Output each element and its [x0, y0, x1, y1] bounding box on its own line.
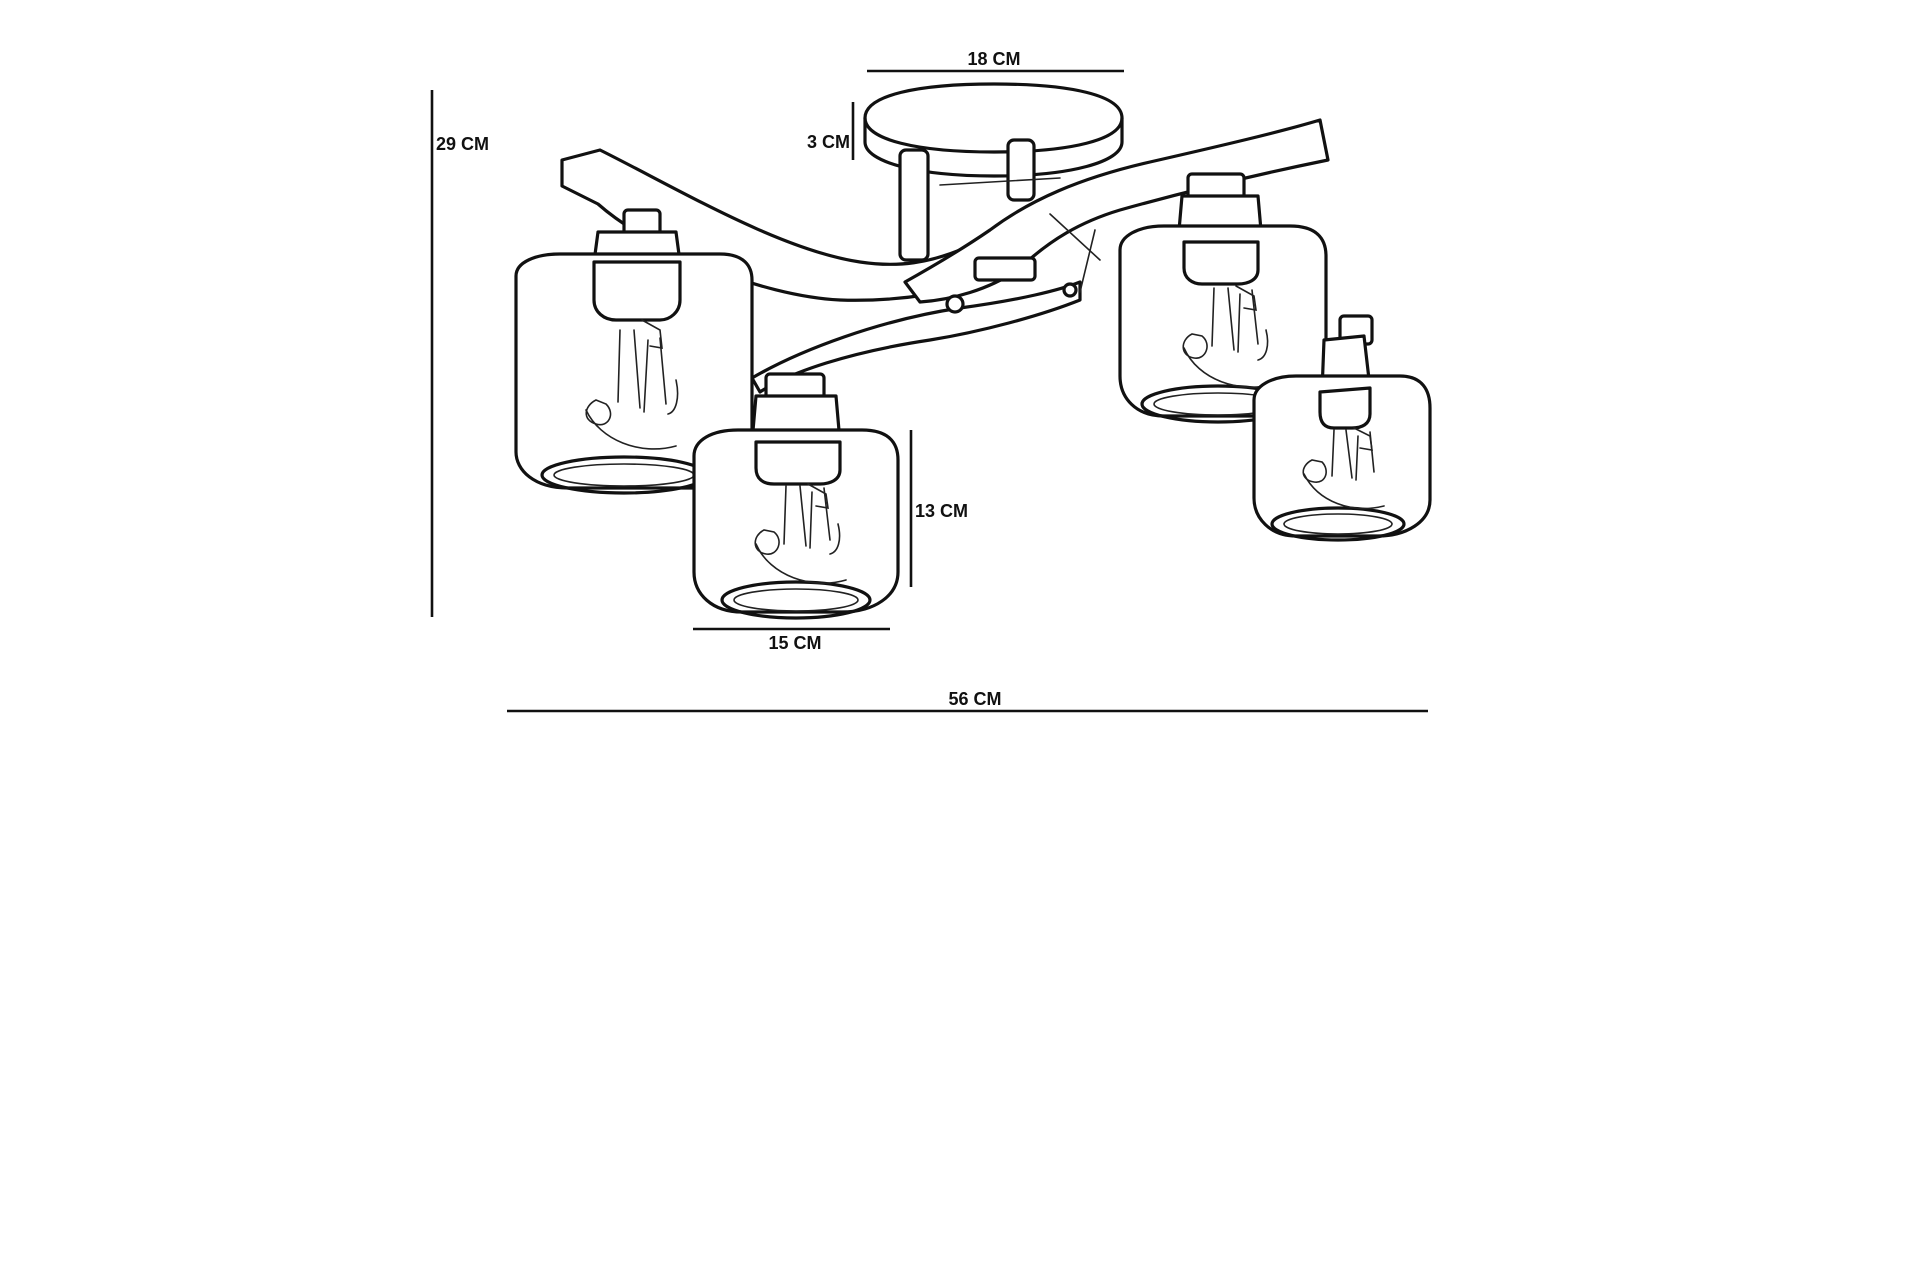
glass-shade-right-lower	[1252, 314, 1432, 542]
ceiling-canopy	[863, 82, 1124, 262]
canopy-width-label: 18 CM	[967, 49, 1020, 69]
glass-shade-center	[692, 372, 900, 620]
shade-width-label: 15 CM	[768, 633, 821, 653]
glass-shade-right-upper	[1118, 172, 1328, 424]
ceiling-lamp-illustration	[514, 82, 1432, 620]
total-height-label: 29 CM	[436, 134, 489, 154]
canopy-height-label: 3 CM	[807, 132, 850, 152]
shade-height-label: 13 CM	[915, 501, 968, 521]
total-width-label: 56 CM	[948, 689, 1001, 709]
fixture-arms	[560, 118, 1330, 394]
